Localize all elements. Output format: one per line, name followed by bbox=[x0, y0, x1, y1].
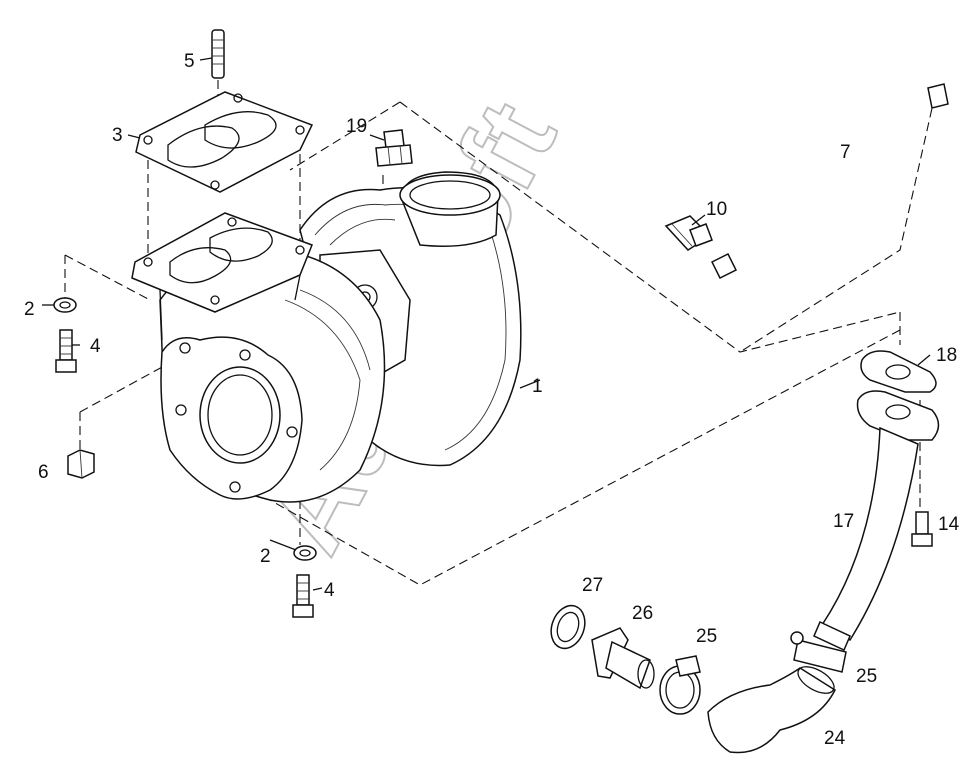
callout-10: 10 bbox=[706, 199, 727, 220]
callout-14: 14 bbox=[938, 514, 960, 535]
callout-19: 19 bbox=[346, 116, 367, 137]
part-hose-clamp bbox=[659, 631, 847, 715]
part-adapter bbox=[664, 215, 713, 251]
part-drain-gasket bbox=[856, 350, 940, 441]
callout-1: 1 bbox=[532, 376, 543, 397]
part-stud bbox=[211, 29, 225, 79]
leader-lines bbox=[42, 57, 931, 591]
callout-4-bottom: 4 bbox=[324, 580, 335, 601]
callout-27: 27 bbox=[582, 575, 603, 596]
part-fitting-oil-inlet bbox=[375, 129, 413, 167]
callout-24: 24 bbox=[824, 728, 846, 749]
part-bolt-drain bbox=[911, 511, 933, 547]
part-sealing-ring bbox=[550, 604, 586, 650]
part-drain-hose bbox=[707, 666, 836, 754]
callout-17: 17 bbox=[833, 511, 854, 532]
callout-2-left: 2 bbox=[24, 299, 35, 320]
callout-26: 26 bbox=[632, 603, 653, 624]
part-gasket bbox=[135, 91, 314, 193]
callouts: 1 2 2 3 4 4 5 6 7 10 14 17 18 19 24 25 2… bbox=[24, 51, 960, 749]
callout-5: 5 bbox=[184, 51, 195, 72]
part-oil-pipe bbox=[710, 16, 949, 286]
part-nut bbox=[67, 449, 95, 479]
part-turbocharger bbox=[131, 171, 522, 503]
callout-4-left: 4 bbox=[90, 336, 101, 357]
part-hose-fitting bbox=[591, 627, 655, 690]
callout-2-bottom: 2 bbox=[260, 546, 271, 567]
callout-25-left: 25 bbox=[696, 626, 717, 647]
callout-7: 7 bbox=[840, 142, 851, 163]
callout-3: 3 bbox=[112, 125, 123, 146]
part-drain-tube bbox=[813, 426, 919, 652]
callout-25-right: 25 bbox=[856, 666, 877, 687]
callout-6: 6 bbox=[38, 462, 49, 483]
callout-18: 18 bbox=[936, 345, 957, 366]
part-washer bbox=[53, 297, 317, 561]
